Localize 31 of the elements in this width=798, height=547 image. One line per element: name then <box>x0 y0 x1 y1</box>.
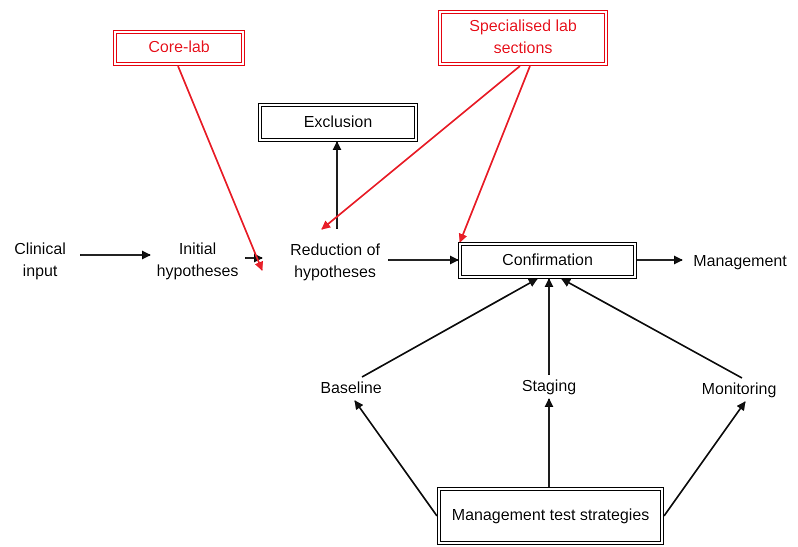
arrow <box>637 256 683 264</box>
box-label: Specialised lab sections <box>468 17 578 59</box>
node-label: Management <box>682 250 798 274</box>
arrow <box>354 400 438 517</box>
arrow <box>362 278 538 378</box>
process-box <box>438 10 608 66</box>
box-label: Exclusion <box>304 112 372 132</box>
box-label: Management test strategies <box>452 506 650 526</box>
node-label: Monitoring <box>692 378 786 402</box>
process-box <box>437 487 664 545</box>
arrow <box>245 254 263 262</box>
arrow <box>177 66 264 271</box>
box-label: Confirmation <box>502 250 593 270</box>
box-label: Core-lab <box>148 38 210 58</box>
node-label: Staging <box>510 375 588 399</box>
arrow <box>544 278 554 375</box>
arrow <box>321 65 521 230</box>
process-box <box>458 242 637 279</box>
node-label: Clinical input <box>0 238 80 284</box>
arrow <box>80 250 151 260</box>
arrow <box>458 66 531 243</box>
process-box <box>258 103 418 142</box>
arrow <box>544 398 554 487</box>
arrow <box>663 401 746 517</box>
node-label: Initial hypotheses <box>150 238 245 284</box>
arrow <box>561 278 742 379</box>
node-label: Reduction of hypotheses <box>262 229 388 295</box>
arrow <box>332 141 342 229</box>
node-label: Baseline <box>310 377 392 401</box>
arrow <box>388 256 459 264</box>
process-box <box>113 30 245 66</box>
